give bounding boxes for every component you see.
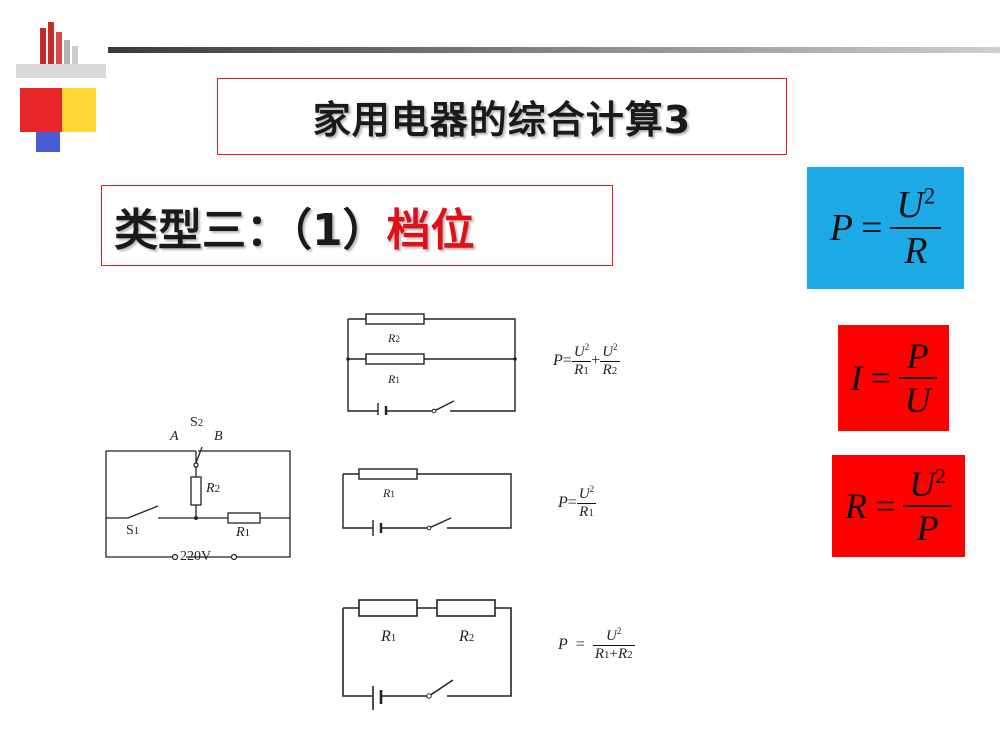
resistance-lhs: R (844, 486, 867, 526)
single-p: P (558, 493, 568, 511)
series-r1-sub: 1 (390, 632, 397, 644)
single-circuit: R1 (335, 460, 520, 540)
current-fraction: P U (898, 335, 937, 421)
series-p: P (558, 635, 568, 653)
main-label-a: A (170, 429, 179, 444)
series-plus: + (609, 646, 618, 662)
series-den-b-sub: 2 (627, 649, 633, 661)
series-exp: 2 (616, 626, 622, 636)
power-eq: = (860, 207, 883, 249)
resistance-eq: = (874, 486, 896, 526)
parallel-den2: R (602, 362, 612, 378)
power-fraction: U2 R (890, 183, 942, 273)
parallel-den1-sub: 1 (583, 365, 589, 377)
main-label-s2: S (190, 415, 198, 430)
series-r2: R (459, 628, 469, 645)
single-eq: = (567, 493, 577, 511)
power-den: R (904, 229, 928, 272)
parallel-num2: U (602, 344, 614, 360)
parallel-num1: U (573, 344, 585, 360)
single-den: R (579, 504, 589, 520)
parallel-exp2: 2 (613, 342, 618, 352)
single-exp: 2 (589, 484, 595, 494)
series-r2-sub: 2 (468, 632, 475, 644)
series-circuit: R1 R2 (335, 590, 530, 725)
main-label-r1-sub: 1 (244, 527, 251, 539)
main-source-label: 220V (180, 549, 212, 564)
power-lhs: P (829, 207, 853, 249)
parallel-r2: R (388, 331, 396, 345)
resistance-fraction: U2 P (903, 463, 953, 549)
series-den-a-sub: 1 (603, 649, 610, 661)
single-r1-sub: 1 (390, 489, 395, 499)
parallel-eq: = (562, 351, 572, 369)
series-den-b: R (617, 646, 628, 662)
subtitle-highlight: 档位 (386, 204, 475, 256)
main-label-s2-sub: 2 (197, 417, 204, 429)
series-r1: R (381, 628, 391, 645)
parallel-r2-sub: 2 (395, 334, 400, 344)
power-formula-box: P = U2 R (807, 167, 964, 289)
resistance-num: U (909, 464, 936, 505)
main-label-r1: R (236, 525, 245, 540)
power-num: U (896, 184, 924, 227)
main-label-r2-sub: 2 (214, 483, 221, 495)
current-lhs: I (850, 358, 863, 398)
current-formula-box: I = P U (838, 325, 949, 431)
main-label-s1-sub: 1 (133, 525, 140, 537)
slide-logo (14, 20, 114, 160)
parallel-p: P (553, 351, 563, 369)
single-den-sub: 1 (588, 507, 594, 519)
title-box: 家用电器的综合计算3 (217, 78, 787, 155)
resistance-formula-box: R = U2 P (832, 455, 965, 557)
main-label-r2: R (206, 481, 215, 496)
header-rule (108, 47, 1000, 53)
series-num: U (606, 628, 617, 644)
parallel-r1: R (388, 372, 396, 386)
parallel-r1-sub: 1 (395, 375, 400, 385)
main-label-b: B (214, 429, 223, 444)
current-den: U (904, 379, 931, 420)
series-eq: = (575, 635, 585, 653)
parallel-den1: R (574, 362, 584, 378)
subtitle-prefix: 类型三：（1） (114, 204, 387, 256)
resistance-num-exp: 2 (935, 464, 947, 489)
main-circuit: A B S2 S1 R2 R1 220V (100, 405, 300, 570)
current-eq: = (870, 358, 891, 398)
parallel-exp1: 2 (584, 342, 590, 352)
subtitle-box: 类型三：（1）档位 (101, 185, 613, 266)
parallel-circuit: R2 R1 (340, 305, 525, 415)
parallel-plus: + (591, 351, 601, 369)
power-num-exp: 2 (923, 183, 936, 209)
resistance-den: P (916, 507, 939, 548)
slide-title: 家用电器的综合计算3 (312, 98, 692, 142)
single-r1: R (383, 486, 391, 500)
main-label-s1: S (126, 523, 134, 538)
series-den-a: R (594, 646, 604, 662)
parallel-den2-sub: 2 (611, 365, 618, 377)
single-num: U (578, 486, 590, 502)
current-num: P (906, 336, 929, 377)
